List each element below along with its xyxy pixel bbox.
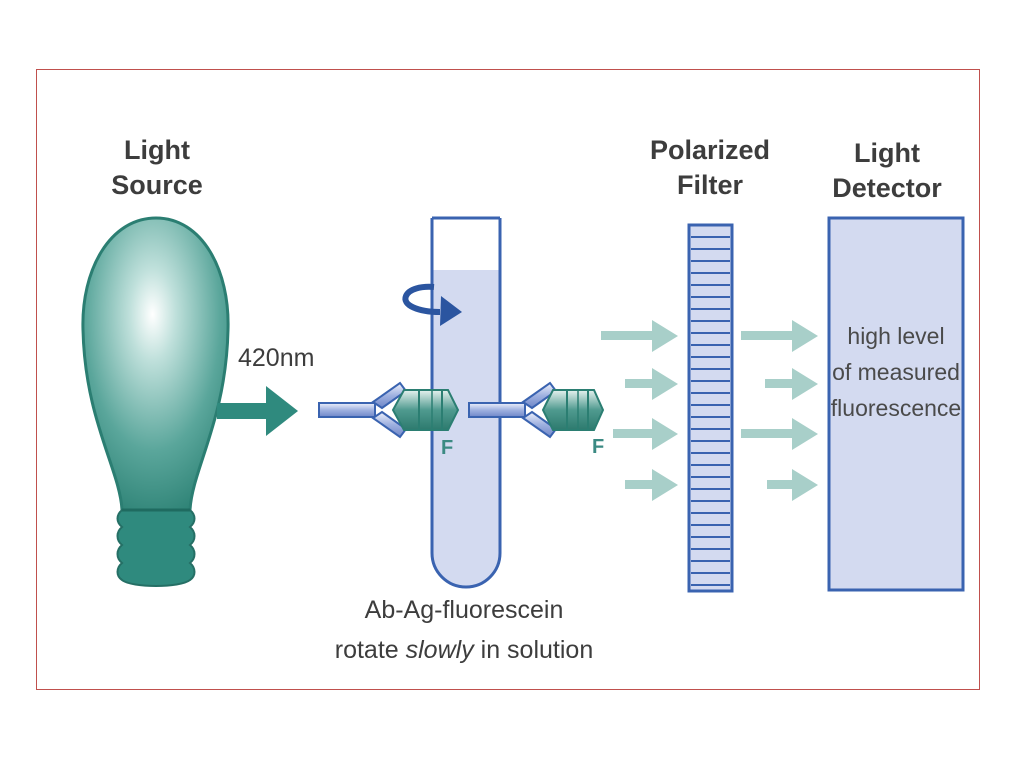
test-tube-icon: [430, 216, 502, 589]
antibody-antigen-complex-1: [318, 381, 460, 439]
transmitted-light-arrows: [741, 320, 818, 501]
detector-text-line2: of measured: [832, 359, 960, 385]
light-arrow-icon: [613, 418, 678, 450]
incident-light-arrows: [601, 320, 678, 501]
fluorescein-marker-2: F: [592, 436, 604, 458]
light-arrow-icon: [741, 320, 818, 352]
light-arrow-icon: [765, 368, 818, 400]
caption-line2-emphasis: slowly: [406, 636, 476, 664]
wavelength-label: 420nm: [238, 344, 314, 372]
polarized-filter-label-line1: Polarized: [650, 135, 770, 165]
light-detector-label-line2: Detector: [832, 173, 942, 203]
caption-line2: rotate slowly in solution: [335, 636, 593, 664]
caption-line1: Ab-Ag-fluorescein: [365, 596, 564, 624]
light-detector-label-line1: Light: [854, 138, 920, 168]
antibody-antigen-complex-2: [468, 381, 605, 439]
light-detector-box: [827, 216, 965, 592]
fluorescein-marker-1: F: [441, 437, 453, 459]
polarized-filter-icon: [687, 223, 734, 593]
light-arrow-icon: [625, 469, 678, 501]
light-source-label-line1: Light: [124, 135, 190, 165]
light-source-label-line2: Source: [111, 170, 203, 200]
slide-frame: [36, 69, 980, 690]
excitation-arrow-icon: [217, 386, 298, 436]
light-arrow-icon: [767, 469, 818, 501]
rotation-arrow-icon: [402, 283, 462, 326]
polarized-filter-label-line2: Filter: [677, 170, 744, 200]
caption-line2-part-c: in solution: [474, 636, 594, 664]
light-arrow-icon: [741, 418, 818, 450]
light-arrow-icon: [601, 320, 678, 352]
caption-line2-part-a: rotate: [335, 636, 406, 664]
light-bulb-icon: [81, 216, 230, 587]
detector-text-line3: fluorescence: [831, 395, 961, 421]
detector-text-line1: high level: [847, 323, 944, 349]
light-arrow-icon: [625, 368, 678, 400]
